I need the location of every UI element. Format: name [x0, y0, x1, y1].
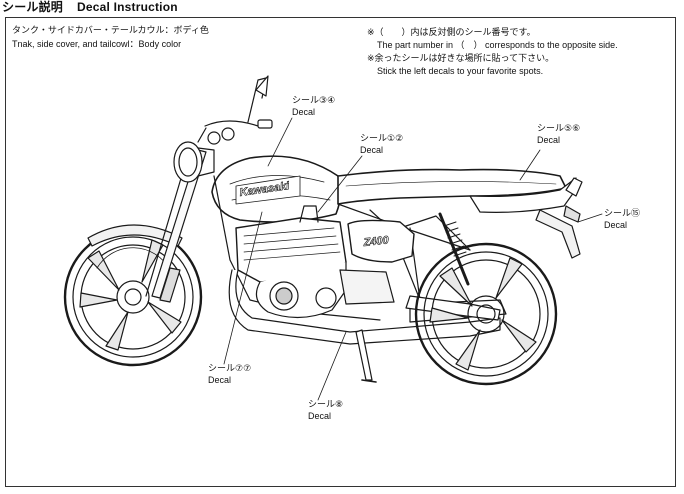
rear-wheel [414, 242, 558, 386]
front-fender [87, 224, 183, 247]
side-stand [355, 329, 373, 381]
page-title: シール説明 Decal Instruction [2, 0, 178, 16]
title-en: Decal Instruction [77, 0, 178, 14]
callout-decal-15: シール⑮ Decal [604, 207, 640, 231]
callout-en: Decal [604, 220, 628, 230]
callout-jp: シール⑧ [308, 399, 344, 409]
callout-jp: シール⑦⑦ [208, 363, 252, 373]
title-jp: シール説明 [2, 0, 64, 14]
callout-jp: シール⑤⑥ [537, 123, 581, 133]
body-color-note-jp: タンク・サイドカバー・テールカウル：ボディ色 [12, 25, 209, 35]
callout-decal-3-4: シール③④ Decal [292, 94, 335, 118]
callout-jp: シール⑮ [604, 208, 641, 218]
callout-en: Decal [537, 135, 561, 145]
side-cover-logo: Z400 [362, 234, 390, 249]
headlight [173, 127, 235, 183]
front-fork [145, 147, 207, 303]
paren-note-en: The part number in （ ） corresponds to th… [377, 40, 618, 50]
callout-decal-1-2: シール①② Decal [360, 132, 403, 156]
body-color-note-en: Tnak, side cover, and tailcowl：Body colo… [12, 39, 182, 49]
side-cover [347, 219, 415, 263]
callout-decal-5-6: シール⑤⑥ Decal [537, 122, 580, 146]
callout-decal-8: シール⑧ Decal [308, 398, 343, 422]
callout-en: Decal [208, 375, 232, 385]
handlebars [197, 75, 273, 143]
callout-leaders [223, 117, 603, 401]
seat [337, 168, 567, 205]
rear-fender [535, 209, 581, 259]
extra-note-jp: ※余ったシールは好きな場所に貼って下さい。 [367, 53, 555, 63]
callout-en: Decal [308, 411, 332, 421]
rear-shock [438, 212, 470, 286]
paren-note-jp: ※（ ）内は反対側のシール番号です。 [367, 27, 536, 37]
callout-jp: シール①② [360, 133, 404, 143]
front-wheel [63, 227, 203, 367]
instruction-frame [5, 17, 676, 487]
extra-note-en: Stick the left decals to your favorite s… [377, 66, 544, 76]
decal-notes: ※（ ）内は反対側のシール番号です。 The part number in （ … [367, 26, 618, 78]
body-color-note: タンク・サイドカバー・テールカウル：ボディ色 Tnak, side cover,… [12, 23, 209, 51]
callout-en: Decal [292, 107, 316, 117]
callout-jp: シール③④ [292, 95, 336, 105]
engine [235, 205, 395, 319]
callout-en: Decal [360, 145, 384, 155]
callout-decal-7-7: シール⑦⑦ Decal [208, 362, 251, 386]
